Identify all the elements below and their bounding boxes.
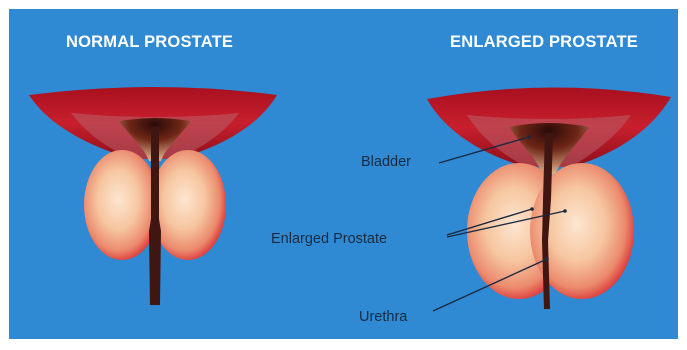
urethra-leader-dot <box>545 257 549 261</box>
prostate-leader-dot-right <box>563 209 567 213</box>
prostate-leader-dot-left <box>530 207 534 211</box>
urethra-label: Urethra <box>359 309 407 325</box>
normal-prostate-left-lobe <box>84 150 160 260</box>
enlarged-prostate-figure <box>427 87 671 311</box>
enlarged-prostate-heading: ENLARGED PROSTATE <box>450 33 638 52</box>
normal-prostate-right-lobe <box>150 150 226 260</box>
bladder-leader-dot <box>527 135 531 139</box>
bladder-label: Bladder <box>361 154 411 170</box>
normal-prostate-figure <box>29 87 277 305</box>
diagram-panel: NORMAL PROSTATE ENLARGED PROSTATE Bladde… <box>9 9 678 339</box>
prostate-illustration <box>9 9 678 339</box>
normal-prostate-heading: NORMAL PROSTATE <box>66 33 233 52</box>
enlarged-prostate-label: Enlarged Prostate <box>271 231 387 247</box>
